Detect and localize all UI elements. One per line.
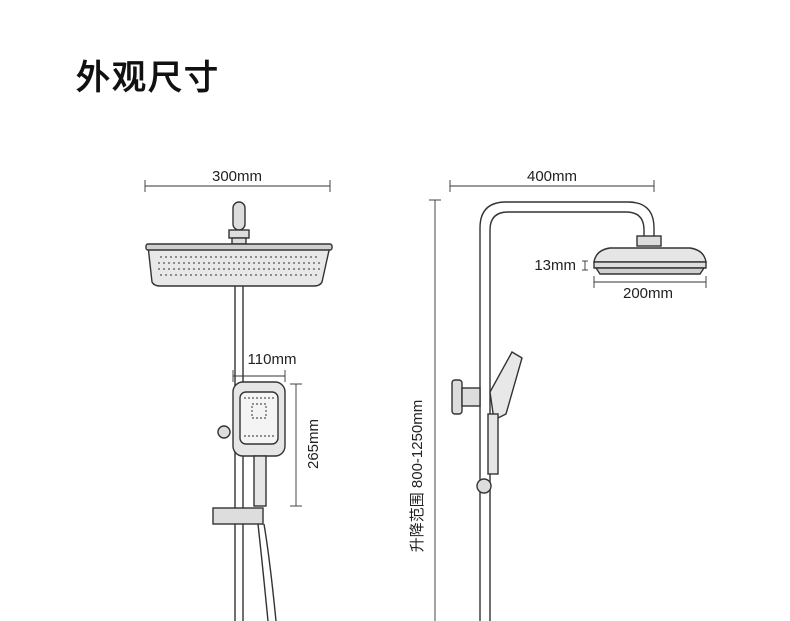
valve-knob [451, 379, 463, 415]
page-title: 外观尺寸 [76, 58, 220, 98]
top-width-label: 300mm [212, 168, 262, 185]
front-view [144, 180, 333, 621]
nozzle-pattern [158, 256, 320, 276]
side-reach-label: 400mm [527, 168, 577, 185]
side-handheld [489, 351, 523, 422]
shower-arm [479, 201, 655, 621]
side-shower-head [593, 247, 707, 263]
head-diameter-label: 200mm [623, 285, 673, 302]
head-thickness-label: 13mm [534, 257, 576, 274]
handheld-holder [212, 507, 264, 525]
hose [257, 523, 269, 621]
handheld-handle [253, 455, 267, 507]
top-inlet [232, 201, 246, 231]
rain-shower-head [147, 245, 331, 287]
handheld-width-label: 110mm [248, 351, 297, 368]
side-view [429, 180, 707, 621]
handheld-height-label: 265mm [305, 419, 322, 469]
height-range-label: 升降范围 800-1250mm [409, 400, 426, 553]
